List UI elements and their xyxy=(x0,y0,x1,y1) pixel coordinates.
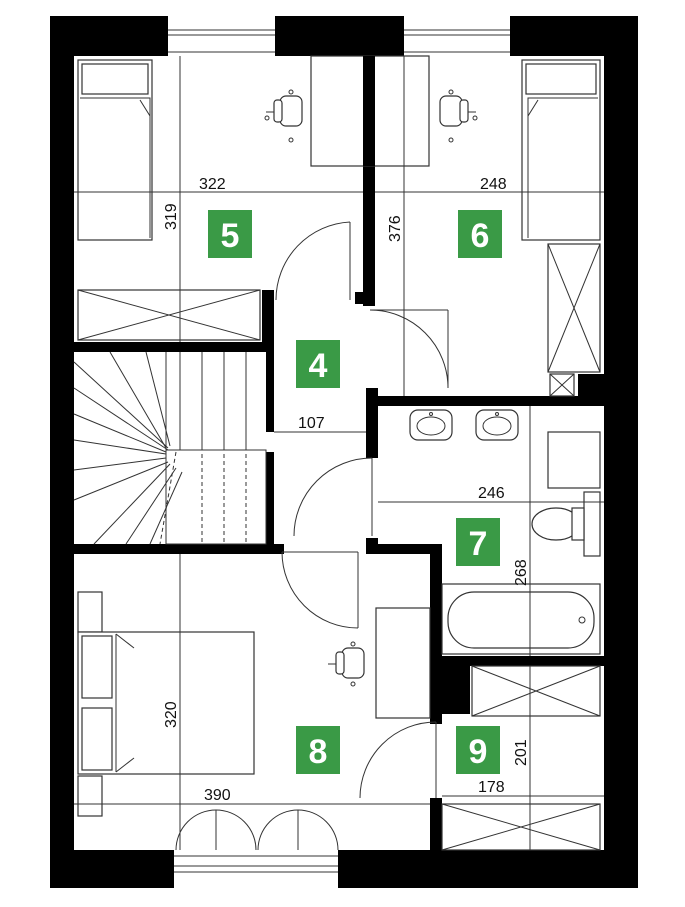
room-number-5: 5 xyxy=(221,217,240,255)
dim-room-5-height: 319 xyxy=(163,203,180,230)
room-badge-9: 9 xyxy=(456,726,500,774)
room-number-8: 8 xyxy=(309,733,328,771)
window-bottom xyxy=(174,850,338,888)
dim-room-6-width: 248 xyxy=(480,176,507,193)
sink-2 xyxy=(475,409,519,441)
dim-room-8-height: 320 xyxy=(163,701,180,728)
window-top-left xyxy=(168,16,275,56)
staircase xyxy=(73,351,267,545)
dimension-lines xyxy=(74,56,604,850)
desk-rooms-5-6 xyxy=(310,55,430,167)
dim-room-8-width: 390 xyxy=(204,787,231,804)
room-6-bed xyxy=(521,59,601,241)
dim-bath-height: 268 xyxy=(513,559,530,586)
room-number-7: 7 xyxy=(469,525,488,563)
door-bathroom-7 xyxy=(293,457,373,537)
room-number-4: 4 xyxy=(309,347,328,385)
door-room-9 xyxy=(359,721,437,799)
dim-room-5-width: 322 xyxy=(199,176,226,193)
door-room-8 xyxy=(281,551,359,629)
balcony-doors xyxy=(175,809,339,851)
exterior-walls xyxy=(50,16,638,888)
room-badge-6: 6 xyxy=(458,210,502,258)
room-8-desk xyxy=(375,607,431,719)
room-8-bed xyxy=(77,591,255,817)
room-5-bed xyxy=(77,59,153,241)
dim-room-6-height: 376 xyxy=(387,215,404,242)
room-badge-8: 8 xyxy=(296,726,340,774)
door-room-5 xyxy=(275,221,351,301)
room-6-wardrobe xyxy=(547,243,601,397)
room-5-wardrobe xyxy=(77,289,261,341)
room-9-wardrobe-bottom xyxy=(441,803,601,851)
door-room-6 xyxy=(369,309,449,389)
chair-room-5 xyxy=(264,89,303,143)
dim-room-9-width: 178 xyxy=(478,779,505,796)
room-number-6: 6 xyxy=(471,217,490,255)
cabinet xyxy=(547,431,601,489)
dim-hall-width: 107 xyxy=(298,415,325,432)
bathtub xyxy=(441,583,601,655)
chair-room-8 xyxy=(328,641,365,687)
room-badge-7: 7 xyxy=(456,518,500,566)
room-badge-5: 5 xyxy=(208,210,252,258)
dim-room-9-height: 201 xyxy=(513,739,530,766)
room-9-wardrobe-top xyxy=(471,665,601,717)
room-number-9: 9 xyxy=(469,733,488,771)
chair-room-6 xyxy=(439,89,478,143)
window-top-right xyxy=(404,16,510,56)
dim-bath-width: 246 xyxy=(478,485,505,502)
room-badge-4: 4 xyxy=(296,340,340,388)
sink-1 xyxy=(409,409,453,441)
toilet xyxy=(531,491,601,557)
